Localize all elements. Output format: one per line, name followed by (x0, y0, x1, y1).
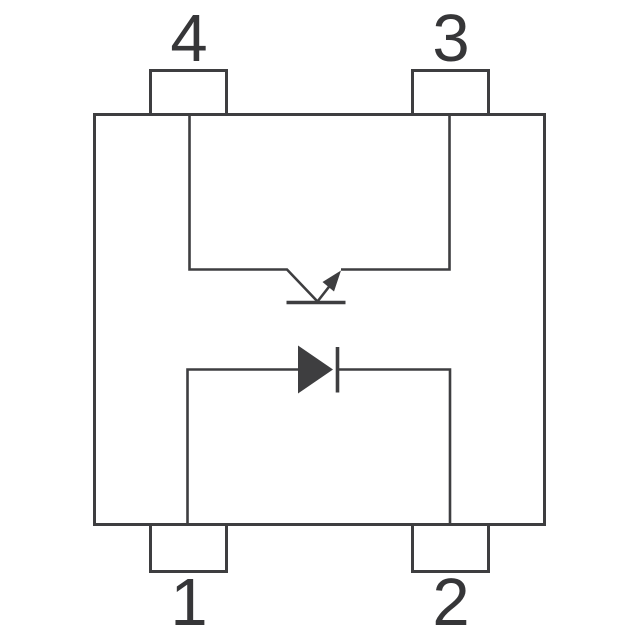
pin-label-4: 4 (170, 1, 208, 76)
pin-pad-3 (411, 69, 490, 114)
pin-label-2: 2 (432, 565, 470, 640)
pin3-emitter-lead-line (341, 115, 451, 271)
diode-symbol (186, 345, 452, 525)
pin4-collector-lead-line (188, 115, 319, 303)
pin-pad-2 (411, 525, 490, 573)
emitter-arrowhead-icon (322, 270, 341, 292)
pin-label-3: 3 (432, 1, 470, 76)
pin-pad-4 (149, 69, 228, 114)
transistor-symbol (188, 115, 451, 305)
pin1-anode-lead-line (186, 368, 298, 525)
emitter-arrow-shaft (316, 284, 332, 303)
pin2-cathode-lead-line (337, 368, 452, 525)
diode-anode-triangle (298, 345, 333, 394)
pin-pad-1 (149, 525, 228, 573)
package-body-outline (93, 113, 546, 526)
pin-label-1: 1 (170, 565, 208, 640)
